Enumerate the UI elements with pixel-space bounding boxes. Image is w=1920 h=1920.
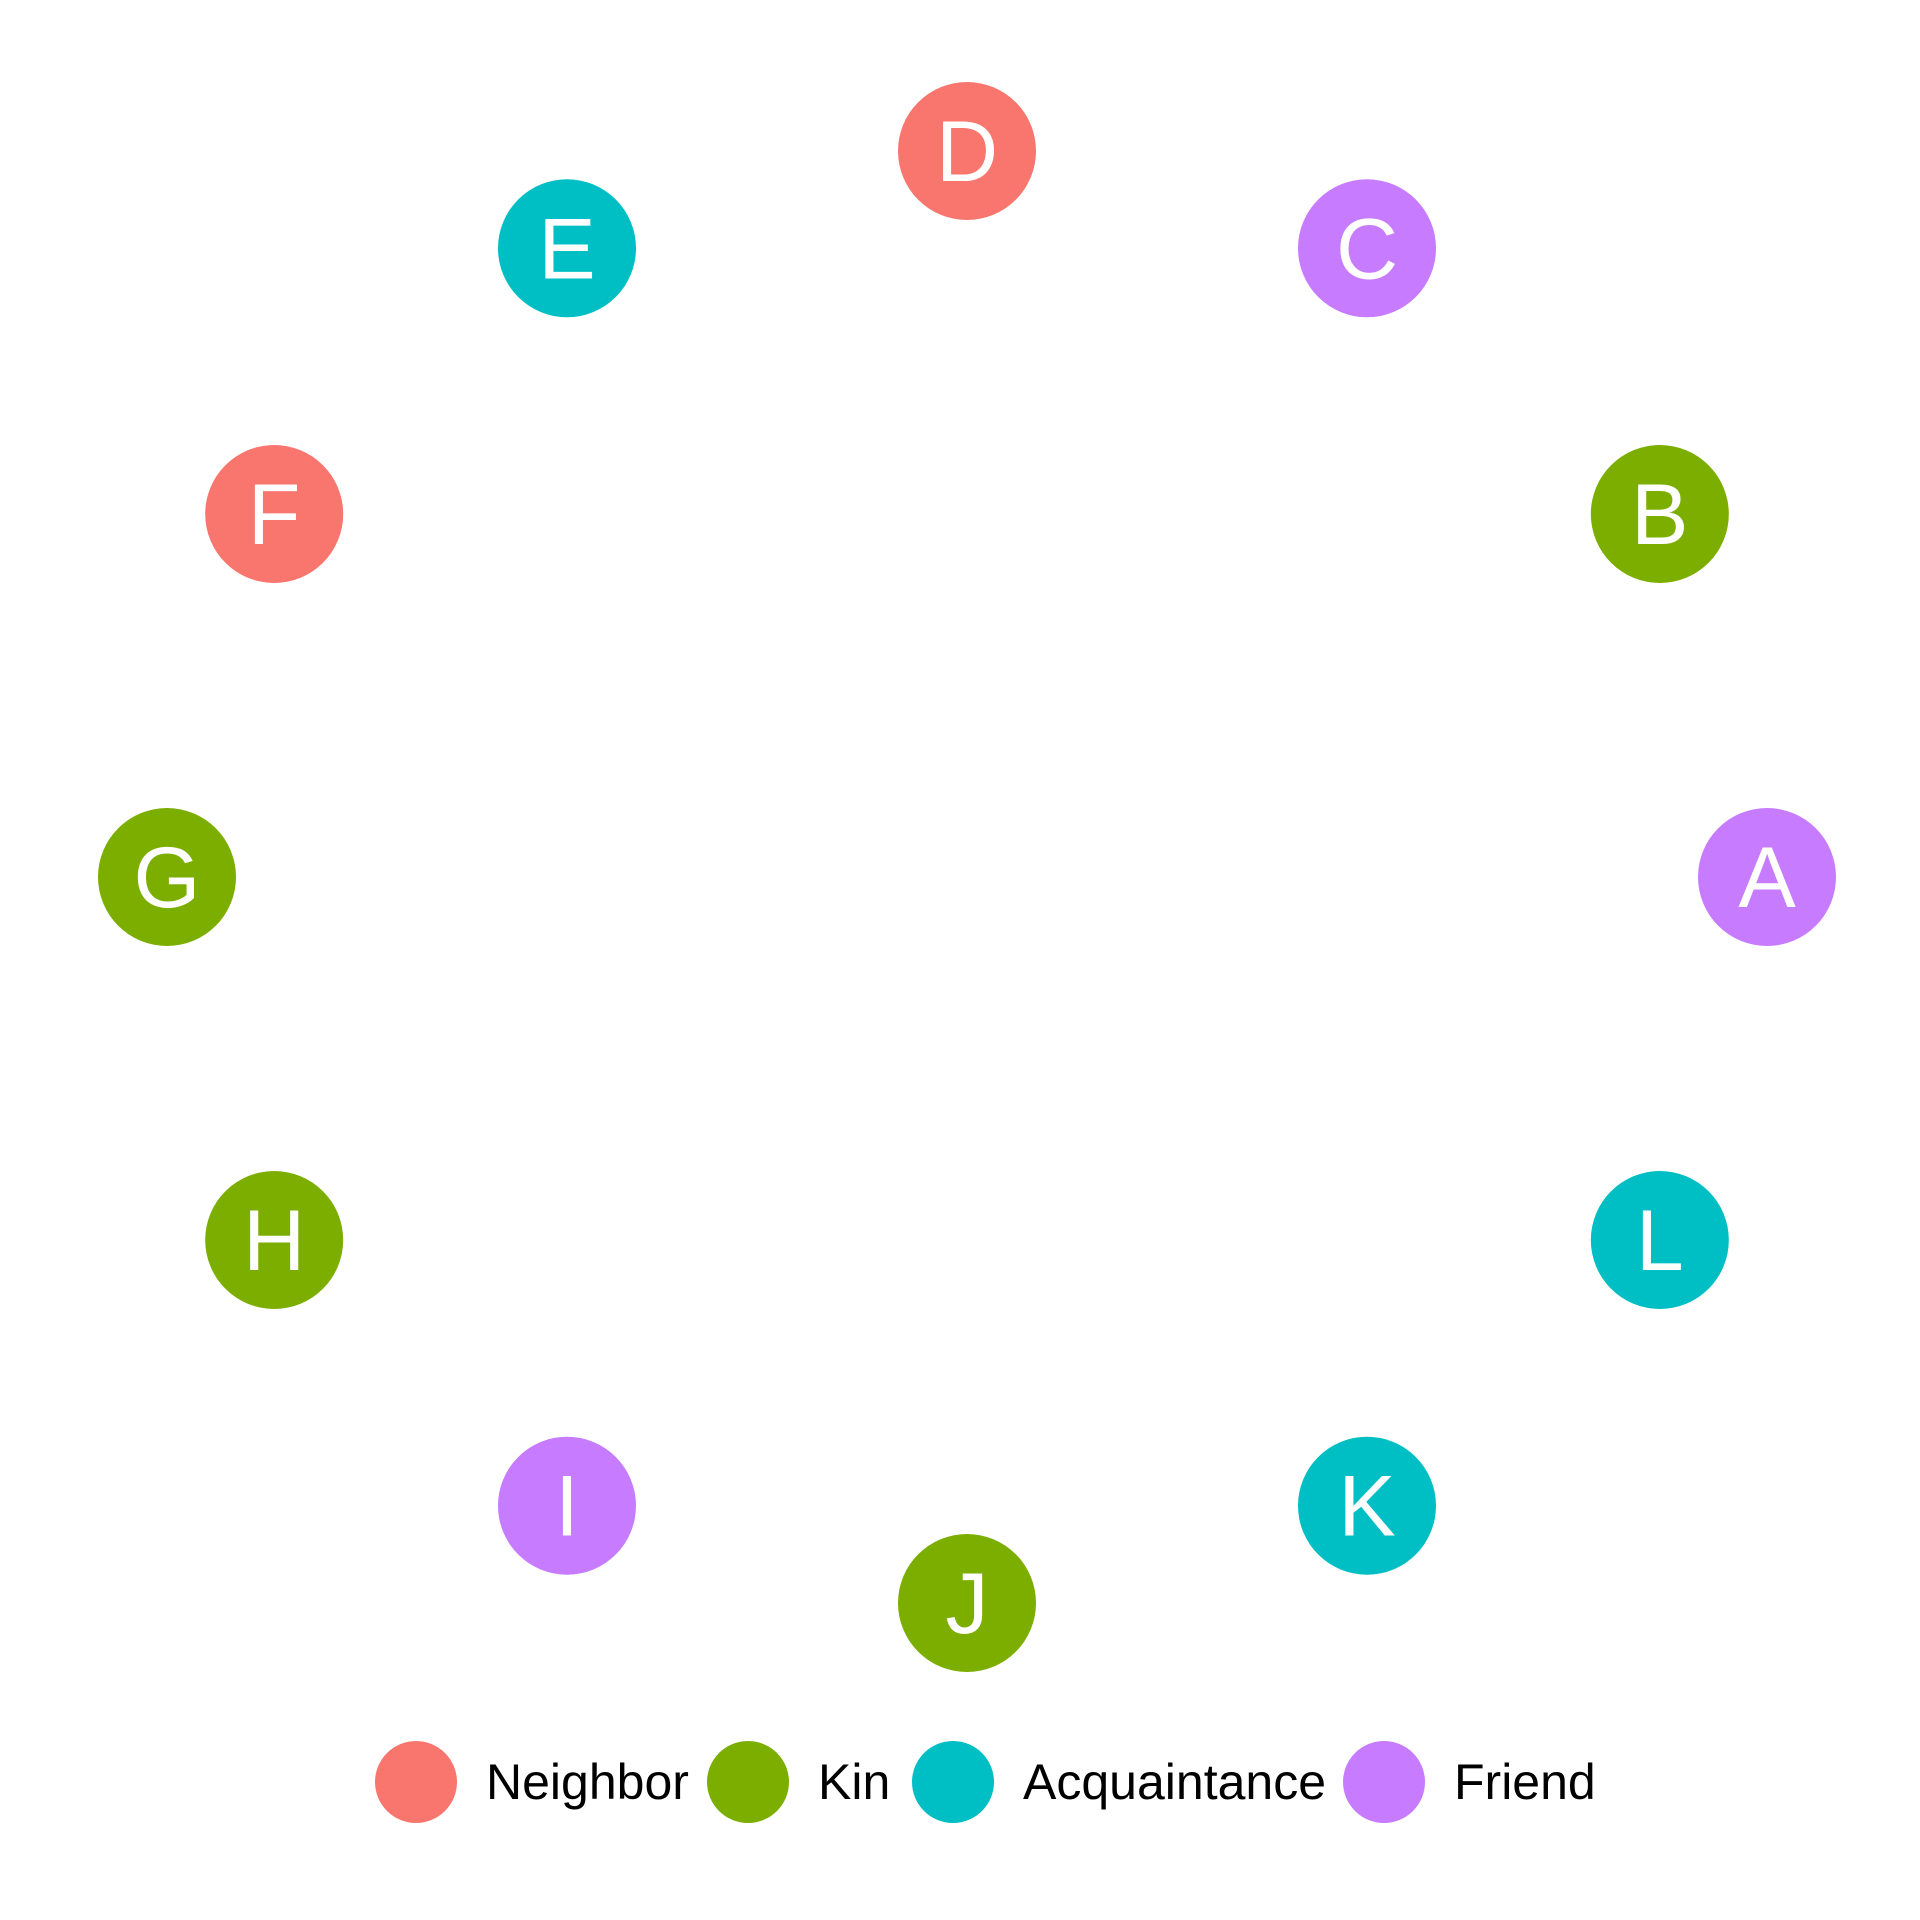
node-label: H	[243, 1193, 305, 1289]
legend-item-acquaintance: Acquaintance	[912, 1741, 1326, 1823]
legend-label: Kin	[818, 1754, 890, 1810]
node-i: I	[498, 1436, 636, 1575]
node-b: B	[1590, 445, 1729, 583]
legend-key	[707, 1741, 789, 1823]
node-k: K	[1298, 1436, 1436, 1575]
node-g: G	[98, 808, 236, 946]
node-c: C	[1298, 179, 1436, 318]
legend-item-kin: Kin	[707, 1741, 890, 1823]
node-label: F	[248, 467, 301, 563]
node-circle	[1590, 1171, 1729, 1309]
node-label: L	[1636, 1193, 1684, 1289]
legend: Neighbor Kin Acquaintance Friend	[375, 1741, 1596, 1823]
legend-item-neighbor: Neighbor	[375, 1741, 689, 1823]
legend-key	[912, 1741, 994, 1823]
node-f: F	[205, 445, 344, 583]
node-label: K	[1338, 1459, 1395, 1555]
node-label: E	[538, 201, 595, 297]
node-circle	[1298, 1436, 1436, 1575]
node-l: L	[1590, 1171, 1729, 1309]
legend-key	[375, 1741, 457, 1823]
node-circle	[898, 82, 1036, 220]
legend-key	[1343, 1741, 1425, 1823]
node-label: D	[936, 104, 998, 200]
node-circle	[498, 179, 636, 318]
node-label: A	[1738, 830, 1796, 926]
node-label: I	[555, 1459, 579, 1555]
node-circle	[205, 445, 344, 583]
node-a: A	[1698, 808, 1836, 946]
node-label: B	[1631, 467, 1688, 563]
node-circle	[98, 808, 236, 946]
node-label: J	[946, 1556, 989, 1652]
legend-item-friend: Friend	[1343, 1741, 1596, 1823]
legend-label: Friend	[1454, 1754, 1596, 1810]
legend-label: Acquaintance	[1023, 1754, 1326, 1810]
node-h: H	[205, 1171, 344, 1309]
node-circle	[1298, 179, 1436, 318]
node-circle	[498, 1436, 636, 1575]
node-circle	[205, 1171, 344, 1309]
node-label: C	[1336, 201, 1398, 297]
node-j: J	[898, 1534, 1036, 1672]
node-d: D	[898, 82, 1036, 220]
node-e: E	[498, 179, 636, 318]
node-label: G	[134, 830, 201, 926]
node-circle	[1590, 445, 1729, 583]
legend-label: Neighbor	[486, 1754, 689, 1810]
node-circle	[1698, 808, 1836, 946]
node-circle	[898, 1534, 1036, 1672]
nodes-layer: A B C D E F G H I J K L	[98, 82, 1836, 1672]
